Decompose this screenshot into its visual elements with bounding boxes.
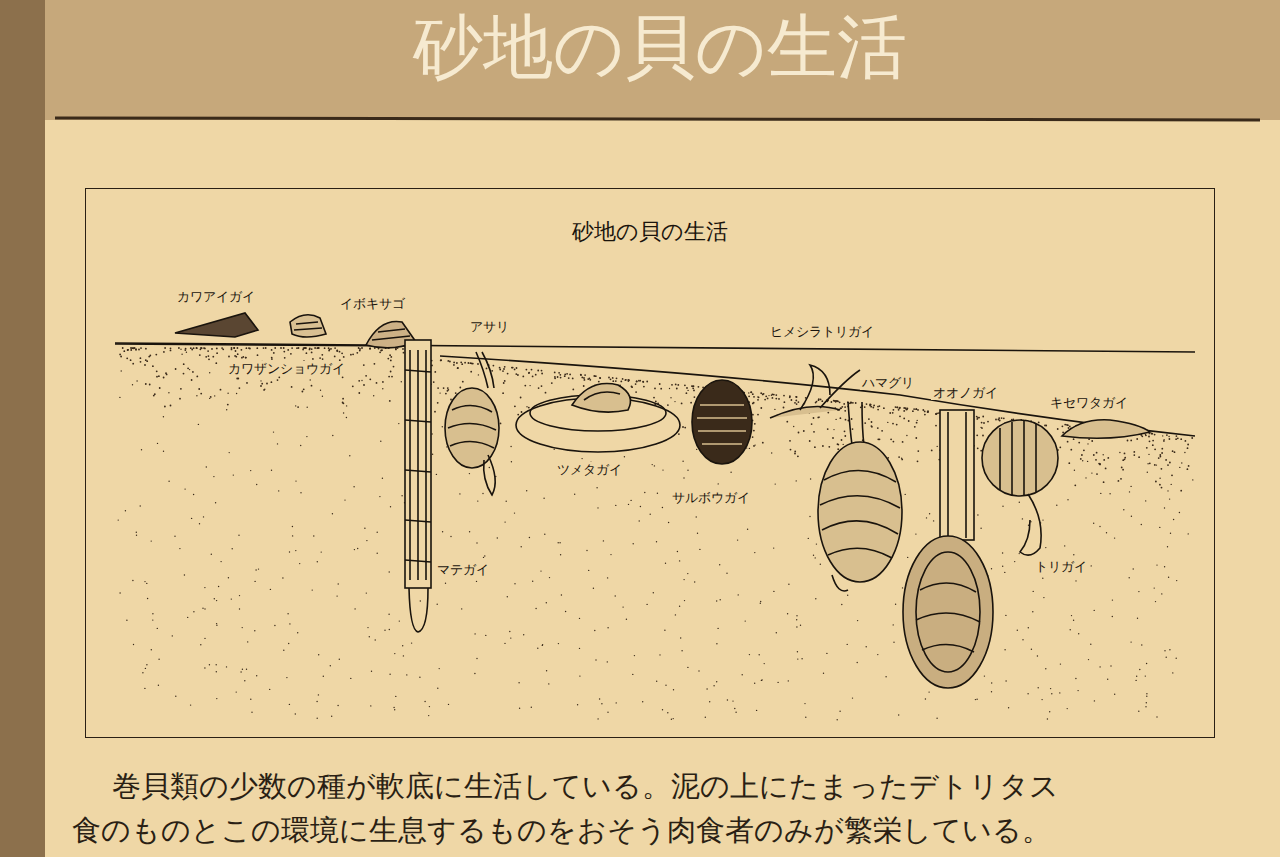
species-label: オオノガイ <box>931 385 1000 400</box>
species-label: イボキサゴ <box>338 296 407 311</box>
species-label: ツメタガイ <box>555 462 624 477</box>
species-label: トリガイ <box>1033 559 1089 574</box>
frame-heading: 砂地の貝の生活 <box>86 219 1214 245</box>
panel-title: 砂地の貝の生活 <box>40 2 1280 92</box>
species-label: アサリ <box>468 319 511 334</box>
species-label: カワアイガイ <box>175 289 257 304</box>
species-label: ハマグリ <box>860 375 916 390</box>
species-label: ヒメシラトリガイ <box>768 324 876 339</box>
species-label: カワザンショウガイ <box>226 361 347 376</box>
species-label: マテガイ <box>435 562 491 577</box>
diagram-frame: 砂地の貝の生活 <box>85 188 1215 738</box>
species-label: キセワタガイ <box>1048 395 1130 410</box>
body-text: 巻貝類の少数の種が軟底に生活している。泥の上にたまったデトリタス <box>112 768 1059 804</box>
body-text: 食のものとこの環境に生息するものをおそう肉食者のみが繁栄している。 <box>72 812 1051 848</box>
species-label: サルボウガイ <box>670 490 752 505</box>
